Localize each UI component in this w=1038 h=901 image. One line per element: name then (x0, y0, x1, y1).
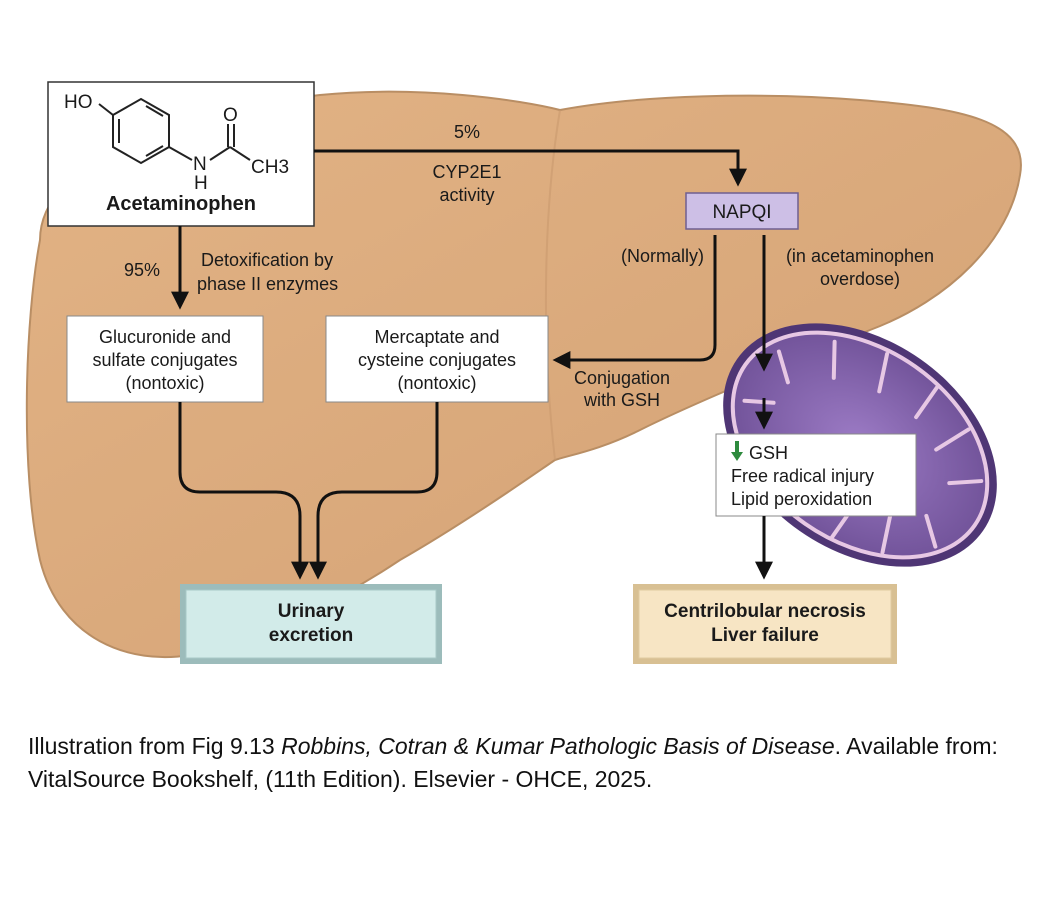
conj-gsh-label-2: with GSH (583, 390, 660, 410)
arrow-normally (552, 235, 717, 369)
overdose-label-2: overdose) (820, 269, 900, 289)
urinary-line-1: Urinary (278, 601, 345, 622)
necrosis-line-2: Liver failure (711, 625, 819, 646)
glucuronide-line-2: sulfate conjugates (92, 350, 237, 370)
acetaminophen-structure (98, 97, 251, 165)
mercaptate-line-2: cysteine conjugates (358, 350, 516, 370)
necrosis-box (633, 584, 897, 664)
mercaptate-line-3: (nontoxic) (397, 373, 476, 393)
injury-line-2: Free radical injury (731, 466, 874, 486)
mercaptate-line-1: Mercaptate and (374, 327, 499, 347)
necrosis-line-1: Centrilobular necrosis (664, 601, 866, 622)
arrow-down-icon (731, 441, 743, 461)
percent-95-label: 95% (124, 260, 160, 280)
arrow-to-napqi (314, 149, 747, 187)
caption-book-title: Robbins, Cotran & Kumar Pathologic Basis… (281, 733, 835, 759)
glucuronide-line-1: Glucuronide and (99, 327, 231, 347)
injury-line-3: Lipid peroxidation (731, 489, 872, 509)
arrow-mercaptate-to-urinary (309, 402, 439, 580)
atom-n: N (193, 154, 207, 175)
arrow-glucuronide-to-urinary (178, 402, 309, 580)
overdose-label-1: (in acetaminophen (786, 246, 934, 266)
glucuronide-line-3: (nontoxic) (125, 373, 204, 393)
normally-label: (Normally) (621, 246, 704, 266)
figure-caption: Illustration from Fig 9.13 Robbins, Cotr… (28, 730, 1018, 796)
mercaptate-box (325, 315, 549, 403)
activity-label: activity (439, 185, 494, 205)
urinary-line-2: excretion (269, 625, 353, 646)
napqi-label: NAPQI (712, 202, 771, 223)
caption-suffix: . Available from: VitalSource Bookshelf,… (28, 733, 998, 792)
atom-o: O (223, 105, 238, 126)
urinary-excretion-box (180, 584, 442, 664)
injury-line-gsh: GSH (749, 443, 788, 463)
atom-ho: HO (64, 92, 93, 113)
liver-lobe-line (544, 109, 561, 461)
conj-gsh-label-1: Conjugation (574, 368, 670, 388)
cyp2e1-label: CYP2E1 (432, 162, 501, 182)
caption-prefix: Illustration from Fig 9.13 (28, 733, 282, 759)
atom-h: H (194, 173, 208, 194)
injury-box (715, 433, 917, 517)
acetaminophen-label: Acetaminophen (106, 193, 256, 215)
detox-label-2: phase II enzymes (197, 274, 338, 294)
glucuronide-box (66, 315, 264, 403)
napqi-box (685, 192, 799, 230)
percent-5-label: 5% (454, 122, 480, 142)
detox-label-1: Detoxification by (201, 250, 333, 270)
atom-ch3: CH3 (251, 157, 289, 178)
